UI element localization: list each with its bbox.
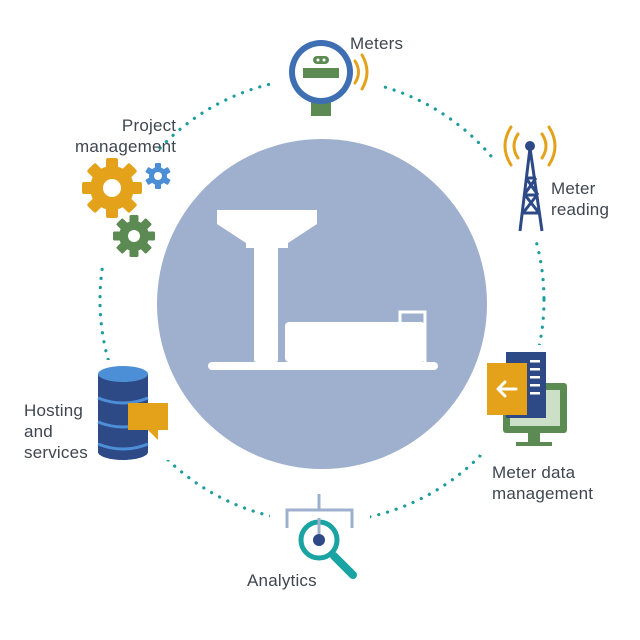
center-circle: [157, 139, 487, 469]
label-project-management: Project management: [75, 115, 176, 157]
water-tower-icon: [208, 210, 438, 370]
label-hosting-line-3: services: [24, 443, 88, 462]
computer-monitor-icon: [487, 352, 567, 446]
water-meter-icon: [289, 40, 369, 116]
label-hosting-line-2: and: [24, 422, 53, 441]
label-meters-line-1: Meters: [350, 34, 404, 53]
label-project-line-2: management: [75, 137, 177, 156]
label-hosting: Hosting and services: [24, 400, 88, 463]
label-hosting-line-1: Hosting: [24, 401, 84, 420]
label-meter-reading-line-1: Meter: [551, 179, 596, 198]
radio-tower-icon: [503, 125, 557, 232]
reservoir-tank-icon: [285, 310, 427, 362]
label-analytics: Analytics: [247, 570, 317, 591]
label-meters: Meters: [350, 33, 403, 54]
database-icon: [97, 366, 149, 460]
magnifier-icon: [285, 494, 357, 579]
label-mdm-line-1: Meter data: [492, 463, 576, 482]
label-mdm-line-2: management: [492, 484, 594, 503]
label-meter-reading: Meter reading: [551, 178, 609, 220]
label-analytics-line-1: Analytics: [247, 571, 317, 590]
chat-bubble-icon: [128, 403, 168, 440]
label-meter-reading-line-2: reading: [551, 200, 610, 219]
label-meter-data-management: Meter data management: [492, 462, 593, 504]
gears-icon: [82, 158, 171, 257]
label-project-line-1: Project: [121, 116, 177, 135]
